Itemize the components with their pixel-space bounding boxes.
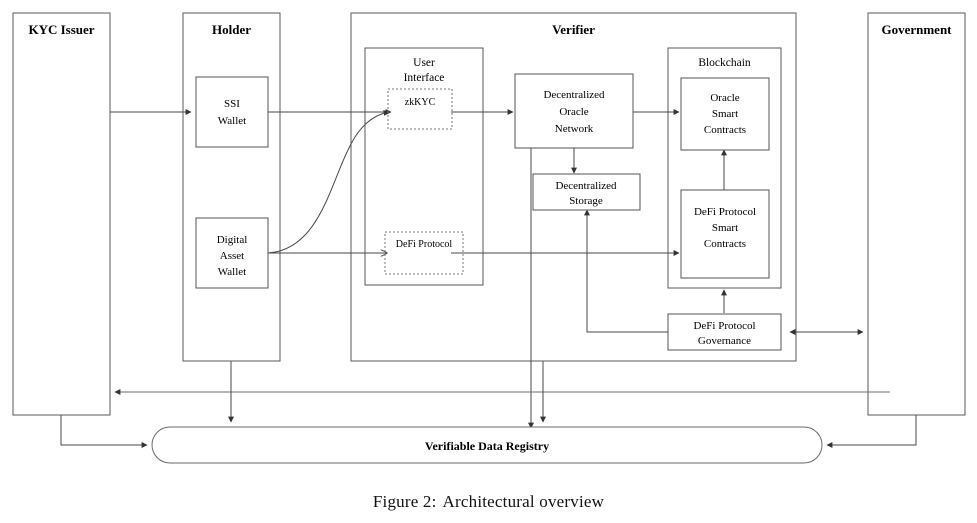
node-verifiable-data-registry[interactable] bbox=[151, 426, 823, 464]
node-label-oracle-network-line1: Decentralized bbox=[543, 89, 605, 101]
node-label-defi-smart-contracts-line2: Smart bbox=[712, 222, 738, 234]
node-ssi-wallet[interactable] bbox=[195, 76, 269, 148]
container-title-holder: Holder bbox=[212, 22, 251, 37]
group-user-interface[interactable] bbox=[364, 47, 484, 286]
node-label-defi-protocol-ui: DeFi Protocol bbox=[396, 239, 453, 250]
group-title-user-interface-line2: Interface bbox=[404, 72, 445, 84]
edge-digital-asset-wallet-to-zkkyc-curve bbox=[267, 109, 390, 254]
node-label-decentralized-storage-line1: Decentralized bbox=[555, 180, 617, 192]
node-label-oracle-smart-contracts-line3: Contracts bbox=[704, 124, 746, 136]
node-label-digital-asset-wallet-line3: Wallet bbox=[218, 266, 246, 278]
container-holder[interactable] bbox=[182, 12, 281, 362]
node-label-oracle-smart-contracts-line1: Oracle bbox=[710, 92, 739, 104]
figure-caption-number: Figure 2: bbox=[372, 492, 437, 511]
edge-defi-governance-to-decentralized-storage bbox=[584, 209, 668, 333]
node-decentralized-storage[interactable] bbox=[532, 173, 641, 211]
node-label-defi-smart-contracts-line1: DeFi Protocol bbox=[694, 206, 756, 218]
node-label-digital-asset-wallet-line2: Asset bbox=[220, 250, 244, 262]
container-kyc-issuer[interactable] bbox=[12, 12, 111, 416]
node-label-verifiable-data-registry: Verifiable Data Registry bbox=[425, 439, 549, 453]
node-oracle-smart-contracts[interactable] bbox=[680, 77, 770, 151]
figure-caption: Figure 2: Architectural overview bbox=[0, 492, 977, 512]
figure-caption-text: Architectural overview bbox=[442, 492, 605, 511]
container-title-verifier: Verifier bbox=[552, 22, 595, 37]
container-government[interactable] bbox=[867, 12, 966, 416]
node-label-defi-governance-line2: Governance bbox=[698, 335, 751, 347]
node-digital-asset-wallet[interactable] bbox=[195, 217, 269, 289]
node-label-ssi-wallet-line2: Wallet bbox=[218, 115, 246, 127]
container-title-government: Government bbox=[881, 22, 952, 37]
node-label-defi-governance-line1: DeFi Protocol bbox=[693, 320, 755, 332]
edge-kyc-issuer-to-registry bbox=[60, 415, 148, 448]
group-title-blockchain: Blockchain bbox=[698, 57, 751, 69]
node-label-oracle-smart-contracts-line2: Smart bbox=[712, 108, 738, 120]
group-title-user-interface-line1: User bbox=[413, 57, 435, 69]
node-defi-protocol-governance[interactable] bbox=[667, 313, 782, 351]
node-decentralized-oracle-network[interactable] bbox=[514, 73, 634, 149]
node-zkkyc[interactable] bbox=[387, 88, 453, 130]
node-label-digital-asset-wallet-line1: Digital bbox=[217, 234, 248, 246]
node-label-ssi-wallet-line1: SSI bbox=[224, 98, 240, 110]
node-label-zkkyc: zkKYC bbox=[405, 97, 436, 108]
container-title-kyc-issuer: KYC Issuer bbox=[28, 22, 94, 37]
node-label-oracle-network-line3: Network bbox=[555, 123, 594, 135]
node-label-defi-smart-contracts-line3: Contracts bbox=[704, 238, 746, 250]
node-label-decentralized-storage-line2: Storage bbox=[569, 195, 603, 207]
edge-government-to-registry bbox=[826, 415, 917, 448]
node-defi-protocol-smart-contracts[interactable] bbox=[680, 189, 770, 279]
node-label-oracle-network-line2: Oracle bbox=[559, 106, 588, 118]
